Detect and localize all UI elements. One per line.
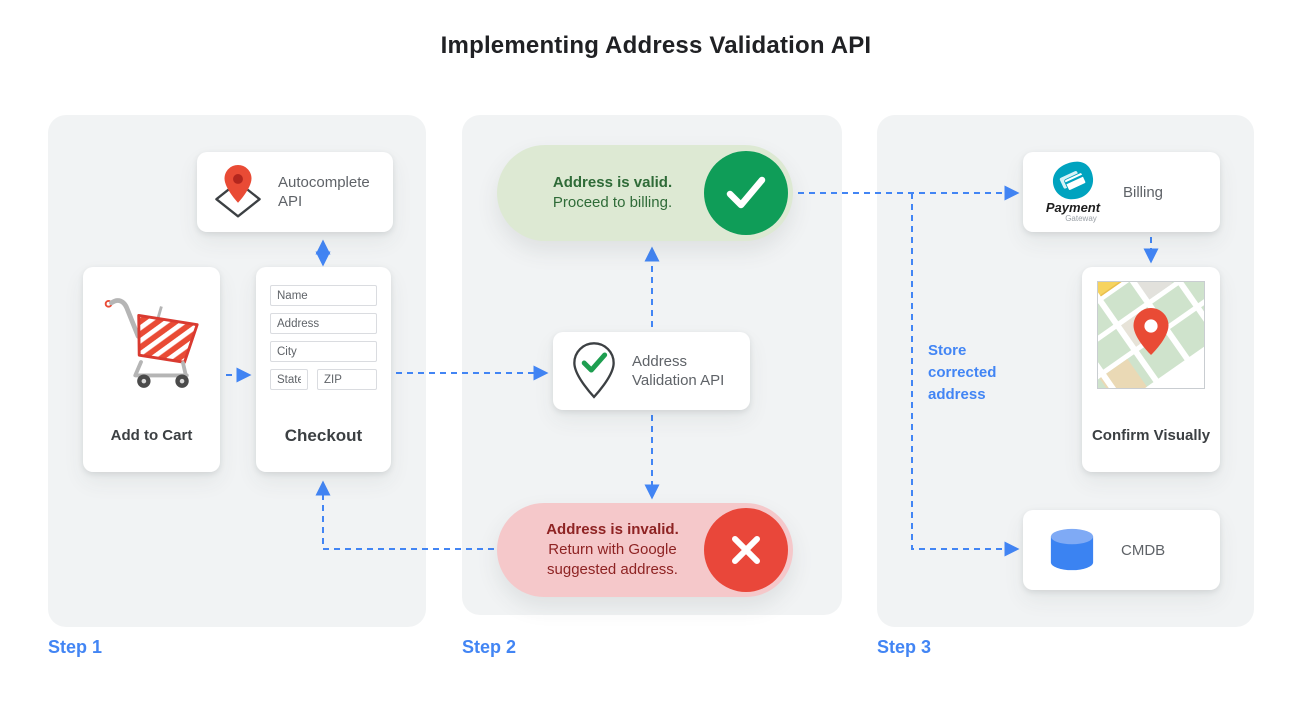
cmdb-label: CMDB (1121, 541, 1166, 559)
address-invalid-subtitle: Return with Google suggested address. (547, 541, 678, 578)
step1-content: Autocomplete API A (48, 115, 426, 627)
billing-label: Billing (1123, 183, 1164, 201)
autocomplete-api-label: Autocomplete API (278, 174, 370, 210)
address-invalid-text: Address is invalid. Return with Google s… (497, 520, 704, 580)
shopping-cart-icon (104, 298, 199, 388)
cmdb-card: CMDB (1023, 510, 1220, 590)
step2-label: Step 2 (462, 637, 517, 657)
step3-content: Payment Gateway Billing (877, 115, 1254, 627)
address-valid-text: Address is valid. Proceed to billing. (497, 173, 704, 213)
name-field[interactable] (270, 285, 377, 306)
map-pin-diamond-icon (215, 165, 261, 218)
payment-gateway-blob-icon (1052, 161, 1094, 200)
city-field[interactable] (270, 341, 377, 362)
step1-label: Step 1 (48, 637, 103, 657)
address-validation-api-card: Address Validation API (553, 332, 750, 410)
add-to-cart-card: Add to Cart (83, 267, 220, 472)
autocomplete-api-card: Autocomplete API (197, 152, 393, 232)
map-pin-check-icon (573, 342, 615, 399)
address-valid-subtitle: Proceed to billing. (552, 194, 673, 211)
store-corrected-address-note: Store corrected address (928, 342, 997, 403)
address-invalid-pill: Address is invalid. Return with Google s… (497, 503, 793, 597)
add-to-cart-label: Add to Cart (110, 427, 193, 444)
step3-label: Step 3 (877, 637, 932, 657)
address-valid-pill: Address is valid. Proceed to billing. (497, 145, 793, 241)
address-valid-title: Address is valid. (552, 174, 673, 191)
map-pin-icon (1133, 308, 1169, 355)
zip-field[interactable] (317, 369, 377, 390)
step2-content: Address is valid. Proceed to billing. Ad… (462, 115, 842, 615)
payment-gateway-wordmark: Payment (1045, 200, 1101, 215)
confirm-visually-label: Confirm Visually (1091, 427, 1211, 444)
payment-gateway-subwordmark: Gateway (1065, 214, 1097, 223)
checkmark-circle-icon (704, 151, 788, 235)
checkout-label: Checkout (284, 426, 363, 445)
checkout-card: Checkout (256, 267, 391, 472)
x-circle-icon (704, 508, 788, 592)
state-field[interactable] (270, 369, 308, 390)
map-thumbnail (1097, 281, 1205, 389)
page-title: Implementing Address Validation API (440, 32, 872, 59)
address-field[interactable] (270, 313, 377, 334)
address-validation-api-label: Address Validation API (632, 353, 725, 389)
address-invalid-title: Address is invalid. (546, 521, 679, 538)
payment-gateway-logo: Payment Gateway (1039, 161, 1107, 223)
billing-card: Payment Gateway Billing (1023, 152, 1220, 232)
confirm-visually-card: Confirm Visually (1082, 267, 1220, 472)
database-cylinder-icon (1050, 528, 1094, 571)
